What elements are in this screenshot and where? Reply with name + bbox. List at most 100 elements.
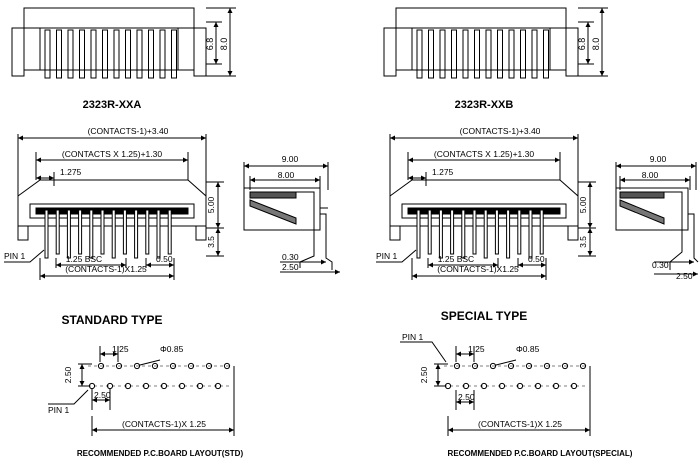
left-pitch-dim: 1.25 BSC bbox=[66, 254, 102, 264]
left-side-foot-dim: 2.50 bbox=[282, 262, 299, 272]
front-contact-pin bbox=[122, 209, 127, 255]
left-pcb-hole-dim: Φ0.85 bbox=[160, 344, 184, 354]
left-body-h-dim: 5.00 bbox=[206, 196, 216, 213]
left-side-w-dim: 9.00 bbox=[282, 154, 299, 164]
top-contact-pin bbox=[44, 29, 51, 79]
right-body-h-dim: 5.00 bbox=[578, 196, 588, 213]
right-pitch-dim: 1.25 BSC bbox=[438, 254, 474, 264]
right-first-offset-dim: 1.275 bbox=[432, 167, 454, 177]
right-span-dim: (CONTACTS-1)X1.25 bbox=[437, 264, 519, 274]
right-pcb-pin1-label: PIN 1 bbox=[402, 332, 424, 342]
right-pcb-row-dim: 2.50 bbox=[419, 366, 429, 383]
front-contact-pin bbox=[100, 209, 105, 255]
right-pin-w-dim: 0.50 bbox=[528, 254, 545, 264]
left-contacts-dim: (CONTACTS X 1.25)+1.30 bbox=[62, 149, 162, 159]
front-contact-pin bbox=[167, 209, 172, 255]
front-contact-pin bbox=[89, 209, 94, 259]
front-contact-pin bbox=[145, 209, 150, 255]
top-contact-pin bbox=[79, 29, 85, 79]
top-contact-pin bbox=[439, 29, 446, 79]
left-top-h1: 6.8 bbox=[205, 38, 215, 51]
top-contact-pin bbox=[102, 29, 108, 79]
left-lead-h-dim: 3.5 bbox=[206, 236, 216, 248]
front-contact-pin bbox=[438, 209, 443, 259]
front-contact-pin bbox=[506, 209, 511, 259]
right-contacts-dim: (CONTACTS X 1.25)+1.30 bbox=[434, 149, 534, 159]
front-contact-pin bbox=[55, 209, 60, 255]
right-top-h2: 8.0 bbox=[591, 38, 601, 51]
top-contact-pin bbox=[497, 29, 503, 79]
right-top-h1: 6.8 bbox=[577, 38, 587, 51]
top-contact-pin bbox=[474, 29, 480, 79]
right-overall-dim: (CONTACTS-1)+3.40 bbox=[460, 126, 541, 136]
top-contact-pin bbox=[125, 29, 131, 79]
left-span-dim: (CONTACTS-1)X1.25 bbox=[65, 264, 147, 274]
right-pin1-label: PIN 1 bbox=[376, 251, 398, 261]
front-contact-pin bbox=[66, 209, 71, 259]
right-pcb-pitch-dim: 1.25 bbox=[468, 344, 485, 354]
left-pcb-pitch-dim: 1.25 bbox=[112, 344, 129, 354]
top-contact-pin bbox=[485, 29, 492, 79]
top-contact-pin bbox=[113, 29, 120, 79]
front-contact-pin bbox=[461, 209, 466, 259]
top-contact-pin bbox=[90, 29, 97, 79]
left-pcb-layout bbox=[48, 346, 235, 436]
front-contact-pin bbox=[427, 209, 432, 255]
top-contact-pin bbox=[67, 29, 74, 79]
left-side-inner-dim: 8.00 bbox=[278, 170, 295, 180]
left-pcb-offset-dim: 2.50 bbox=[94, 390, 111, 400]
front-contact-pin bbox=[483, 209, 488, 259]
right-top-view bbox=[383, 7, 608, 79]
right-lead-h-dim: 3.5 bbox=[578, 236, 588, 248]
right-side-w-dim: 9.00 bbox=[650, 154, 667, 164]
right-pcb-layout bbox=[400, 341, 591, 436]
top-contact-pin bbox=[416, 29, 423, 79]
left-pcb-row-dim: 2.50 bbox=[63, 366, 73, 383]
left-pcb-pin1-label: PIN 1 bbox=[48, 405, 70, 415]
top-contact-pin bbox=[159, 29, 166, 79]
top-contact-pin bbox=[428, 29, 434, 79]
left-pcb-span-dim: (CONTACTS-1)X 1.25 bbox=[122, 419, 206, 429]
top-contact-pin bbox=[451, 29, 457, 79]
left-type-label: STANDARD TYPE bbox=[61, 313, 162, 327]
top-contact-pin bbox=[171, 29, 177, 79]
top-contact-pin bbox=[136, 29, 143, 79]
right-pcb-offset-dim: 2.50 bbox=[458, 392, 475, 402]
front-contact-pin bbox=[517, 209, 522, 255]
front-contact-pin bbox=[111, 209, 116, 259]
front-contact-pin bbox=[416, 209, 421, 259]
right-pcb-hole-dim: Φ0.85 bbox=[516, 344, 540, 354]
front-contact-pin bbox=[472, 209, 477, 255]
top-contact-pin bbox=[148, 29, 154, 79]
left-overall-dim: (CONTACTS-1)+3.40 bbox=[88, 126, 169, 136]
front-contact-pin bbox=[134, 209, 139, 259]
right-pcb-caption: RECOMMENDED P.C.BOARD LAYOUT(SPECIAL) bbox=[448, 449, 633, 458]
front-contact-pin bbox=[494, 209, 499, 255]
top-contact-pin bbox=[462, 29, 469, 79]
front-contact-pin bbox=[528, 209, 533, 259]
front-contact-pin bbox=[78, 209, 83, 255]
left-first-offset-dim: 1.275 bbox=[60, 167, 82, 177]
left-pin-w-dim: 0.50 bbox=[156, 254, 173, 264]
left-model-label: 2323R-XXA bbox=[83, 99, 142, 111]
right-pcb-span-dim: (CONTACTS-1)X 1.25 bbox=[478, 419, 562, 429]
right-type-label: SPECIAL TYPE bbox=[441, 309, 527, 323]
left-top-h2: 8.0 bbox=[219, 38, 229, 51]
front-contact-pin bbox=[44, 209, 49, 259]
left-side-view bbox=[243, 162, 340, 275]
top-contact-pin bbox=[508, 29, 515, 79]
right-side-inner-dim: 8.00 bbox=[642, 170, 659, 180]
left-side-small-dim: 0.30 bbox=[282, 252, 299, 262]
right-side-foot-dim: 2.50 bbox=[676, 271, 693, 281]
left-front-view bbox=[4, 134, 224, 280]
top-contact-pin bbox=[531, 29, 538, 79]
right-front-view bbox=[376, 134, 596, 280]
left-pin1-label: PIN 1 bbox=[4, 251, 26, 261]
right-side-view bbox=[615, 162, 699, 277]
top-contact-pin bbox=[56, 29, 62, 79]
front-contact-pin bbox=[450, 209, 455, 255]
top-contact-pin bbox=[543, 29, 549, 79]
front-contact-pin bbox=[539, 209, 544, 255]
left-pcb-caption: RECOMMENDED P.C.BOARD LAYOUT(STD) bbox=[77, 449, 244, 458]
